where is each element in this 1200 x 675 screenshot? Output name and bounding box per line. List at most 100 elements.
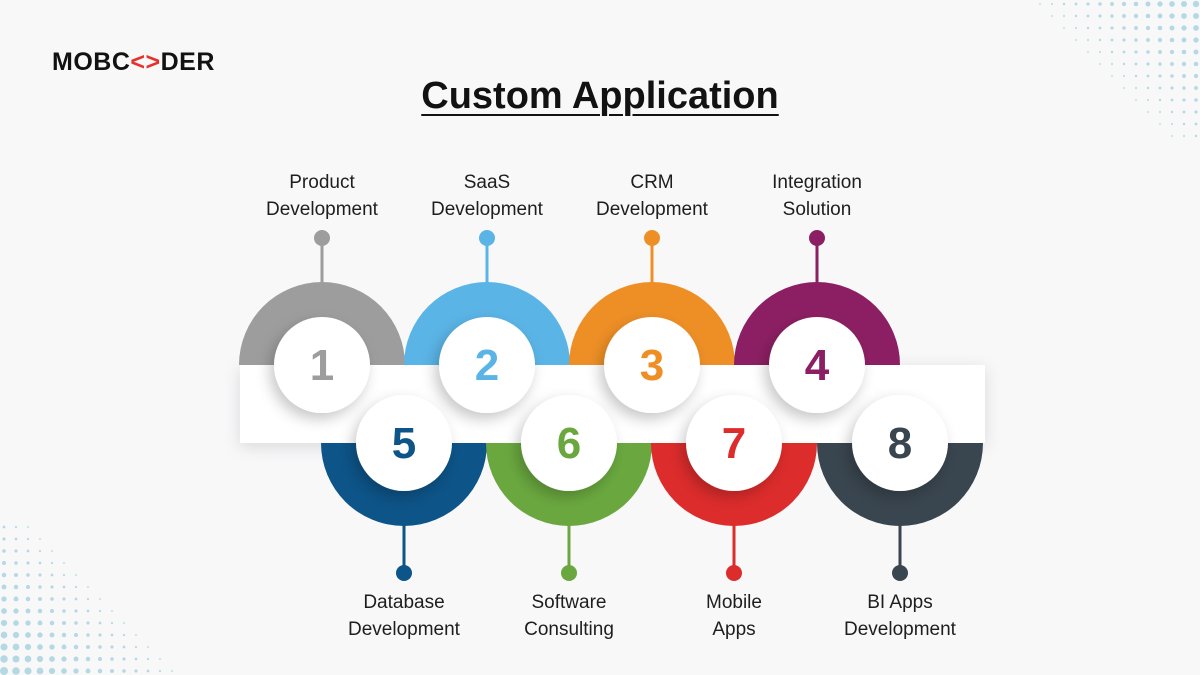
- decor-dot: [110, 645, 114, 649]
- decor-dot: [158, 669, 162, 673]
- decor-dot: [1074, 26, 1078, 30]
- decor-dot: [1134, 38, 1138, 42]
- decor-dot: [1098, 26, 1102, 30]
- decor-dot: [49, 632, 55, 638]
- decor-dot: [61, 644, 67, 650]
- decor-dot: [1147, 111, 1149, 113]
- decor-dot: [39, 538, 41, 540]
- decor-dot: [1157, 37, 1163, 43]
- decor-dot: [1158, 50, 1162, 54]
- decor-dot: [1110, 50, 1114, 54]
- decor-dot: [134, 657, 138, 661]
- decor-dot: [123, 622, 125, 624]
- decor-dot: [1135, 99, 1137, 101]
- decor-dot: [85, 656, 91, 662]
- decor-dot: [86, 609, 90, 613]
- decor-dot: [1086, 38, 1090, 42]
- number-circle-6: [521, 395, 617, 491]
- decor-dot: [1182, 134, 1186, 138]
- decor-dot: [1145, 25, 1151, 31]
- decor-dot: [1121, 1, 1127, 7]
- decor-dot: [1110, 62, 1114, 66]
- decor-dot: [1193, 73, 1199, 79]
- decor-dot: [1169, 13, 1175, 19]
- decor-dot: [1192, 0, 1200, 8]
- decor-dot: [61, 620, 67, 626]
- decor-dot: [1062, 14, 1066, 18]
- decor-dot: [1134, 26, 1138, 30]
- decor-dot: [1182, 122, 1186, 126]
- decor-dot: [27, 526, 29, 528]
- decor-dot: [1145, 13, 1151, 19]
- decor-dot: [73, 632, 79, 638]
- decor-dot: [13, 620, 19, 626]
- decor-dot: [25, 584, 31, 590]
- decor-dot: [1169, 37, 1175, 43]
- connector-dot-3: [644, 230, 660, 246]
- decor-dot: [1146, 74, 1150, 78]
- decor-dot: [1146, 98, 1150, 102]
- decor-dot: [61, 632, 67, 638]
- decor-dot: [74, 597, 78, 601]
- page-title-text: Custom Application: [421, 75, 779, 117]
- item-label-line2: Development: [844, 619, 956, 640]
- decor-dot: [1051, 15, 1053, 17]
- decor-dot: [1194, 122, 1198, 126]
- item-label-line1: Mobile: [706, 592, 762, 613]
- decor-dot: [38, 573, 42, 577]
- decor-dot: [13, 584, 19, 590]
- decor-dot: [62, 597, 66, 601]
- item-label-line1: Integration: [772, 172, 862, 193]
- decor-dot: [1192, 12, 1200, 20]
- number-circle-8: [852, 395, 948, 491]
- decor-dot: [1158, 62, 1162, 66]
- decor-dot: [26, 561, 30, 565]
- number-circle-2: [439, 317, 535, 413]
- decor-dot: [49, 608, 55, 614]
- decor-dot: [98, 633, 102, 637]
- step-number-5: 5: [392, 419, 416, 468]
- decor-dot: [37, 620, 43, 626]
- decor-dot: [1134, 86, 1138, 90]
- decor-dot: [1, 596, 7, 602]
- decor-dot: [1171, 135, 1173, 137]
- decor-dot: [1181, 25, 1187, 31]
- step-number-6: 6: [557, 419, 581, 468]
- decor-dot: [12, 655, 20, 663]
- decor-dot: [159, 658, 161, 660]
- decor-dot: [73, 656, 79, 662]
- item-label-line1: CRM: [630, 172, 674, 193]
- decor-dot: [13, 608, 19, 614]
- decor-dot: [63, 562, 65, 564]
- connector-dot-2: [479, 230, 495, 246]
- decor-dot: [135, 634, 137, 636]
- decor-dot: [50, 573, 54, 577]
- decor-dot: [36, 667, 44, 675]
- decor-dot: [14, 561, 18, 565]
- decor-dot: [97, 668, 103, 674]
- decor-dot: [110, 621, 114, 625]
- decor-dot: [1133, 1, 1139, 7]
- decor-dot: [1122, 38, 1126, 42]
- decor-dot: [1193, 49, 1199, 55]
- decor-dot: [50, 585, 54, 589]
- decor-dot: [1158, 74, 1162, 78]
- logo-text-right: DER: [160, 48, 215, 76]
- decor-dot: [51, 550, 53, 552]
- decor-dot: [1193, 61, 1199, 67]
- decor-dot: [74, 609, 78, 613]
- step-number-3: 3: [640, 341, 664, 390]
- decor-dot: [1182, 98, 1186, 102]
- decor-dot: [1194, 86, 1198, 90]
- connector-dot-6: [561, 565, 577, 581]
- decor-dot: [1157, 25, 1163, 31]
- decor-dot: [1063, 27, 1065, 29]
- decor-dot: [1098, 2, 1102, 6]
- decor-dot: [111, 610, 113, 612]
- decor-dot: [122, 645, 126, 649]
- logo-text-left: MOBC: [52, 48, 131, 76]
